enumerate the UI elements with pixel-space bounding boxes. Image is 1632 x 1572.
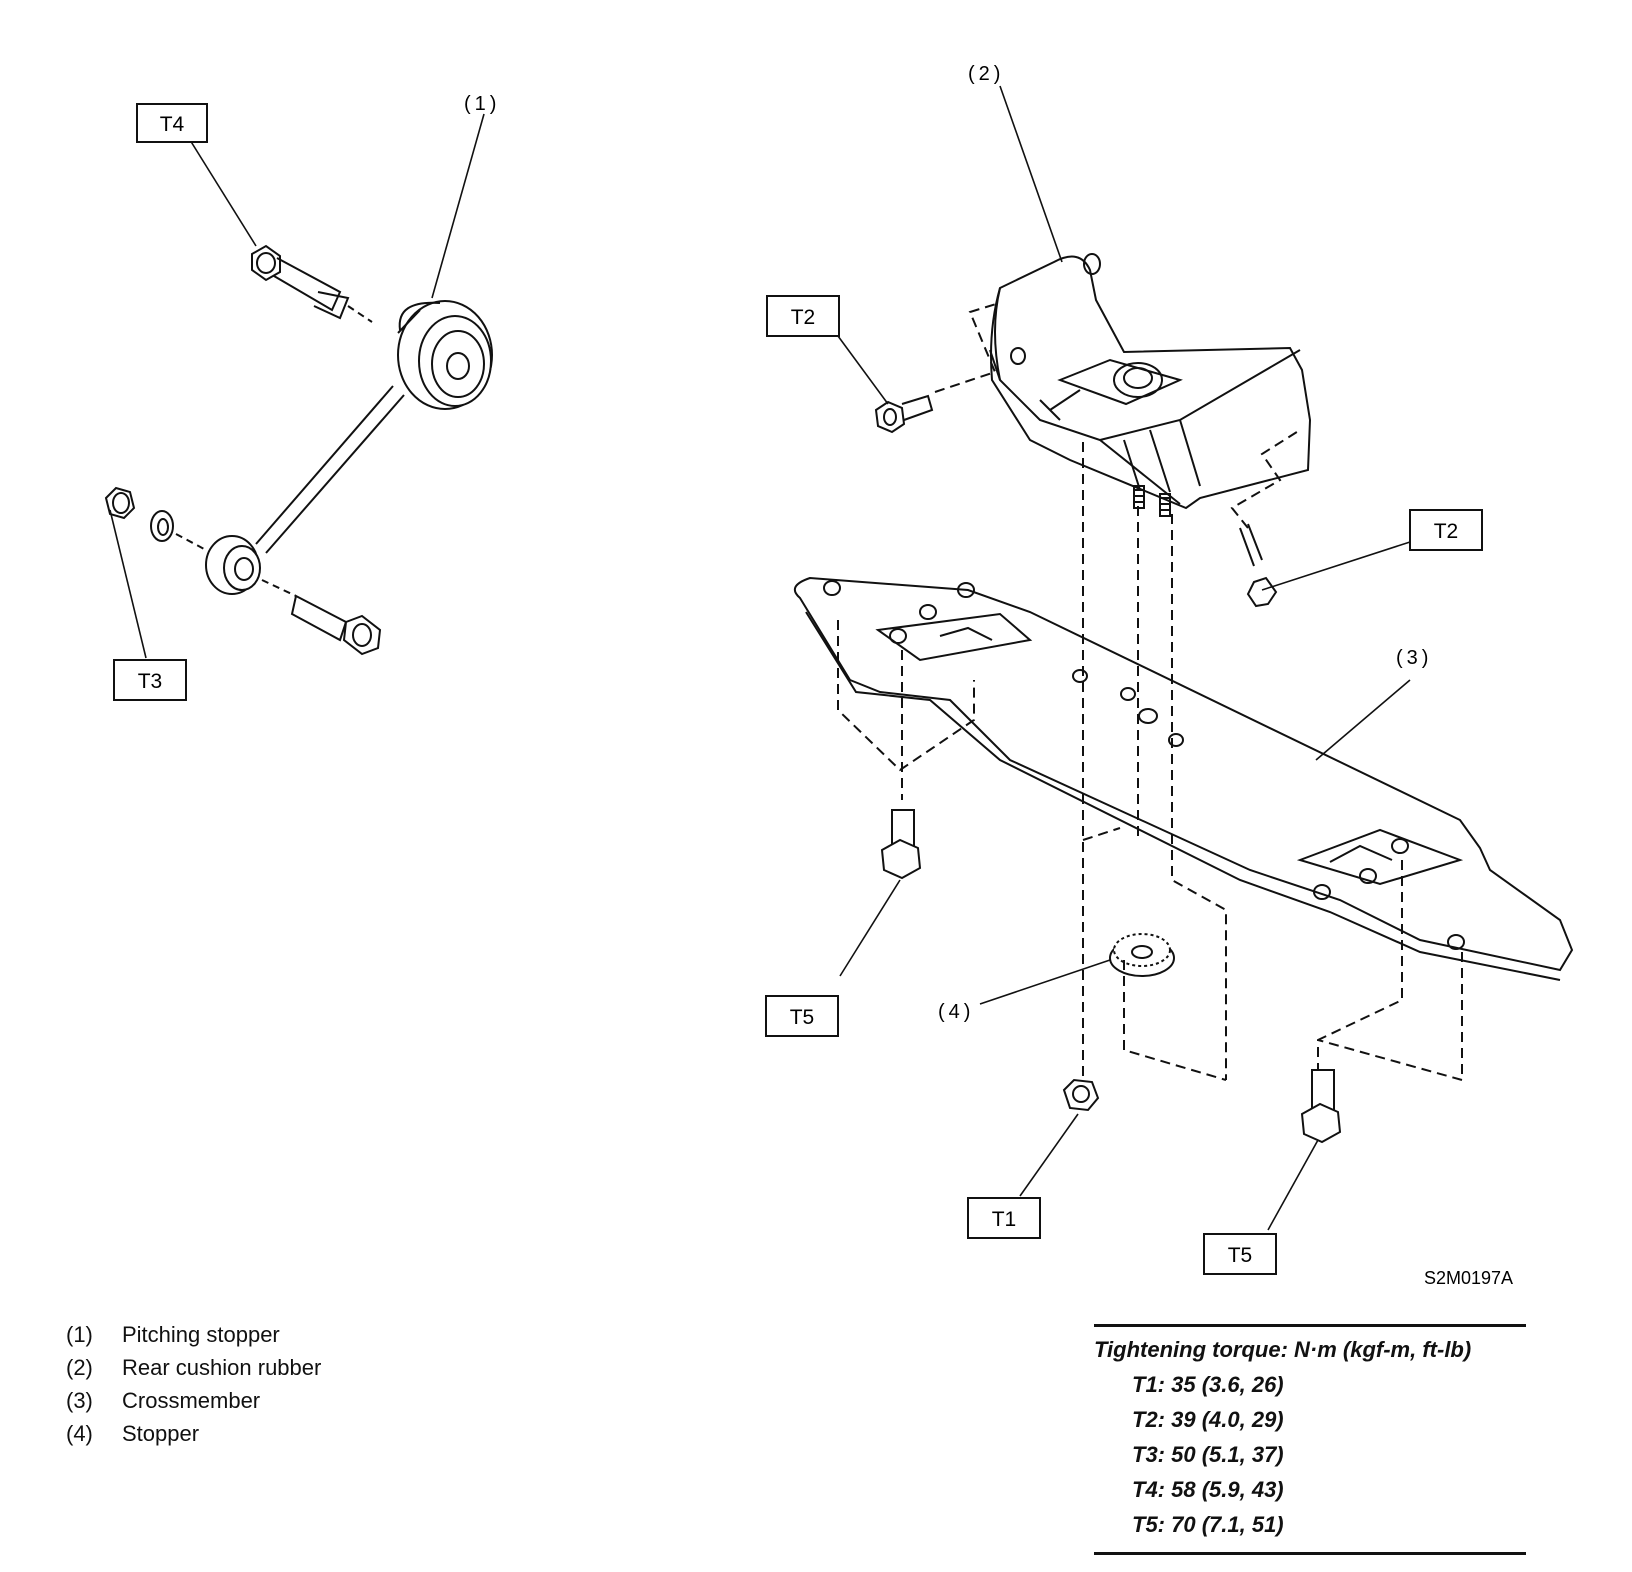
bolt-lower-left — [261, 579, 382, 656]
bolt-t4 — [251, 244, 373, 323]
torque-item: T5: 70 (7.1, 51) — [1132, 1512, 1284, 1537]
callout-t5-left: T5 — [765, 995, 839, 1037]
torque-item: T3: 50 (5.1, 37) — [1132, 1442, 1284, 1467]
svg-text:T5: T5 — [790, 1006, 815, 1029]
svg-text:T2: T2 — [1434, 520, 1459, 543]
leader-lines — [109, 85, 1411, 1231]
torque-item: T1: 35 (3.6, 26) — [1132, 1372, 1284, 1397]
nut-t1 — [1062, 1078, 1100, 1112]
legend-num: (3) — [66, 1388, 93, 1413]
callout-t5-right: T5 — [1203, 1233, 1277, 1275]
figure-code: S2M0197A — [1424, 1268, 1513, 1288]
bolt-t5-left — [880, 809, 922, 880]
callout-t2-left: T2 — [766, 295, 840, 337]
callout-t2-right: T2 — [1409, 509, 1483, 551]
torque-item: T4: 58 (5.9, 43) — [1132, 1477, 1284, 1502]
legend-num: (4) — [66, 1421, 93, 1446]
svg-text:T2: T2 — [791, 306, 816, 329]
torque-item: T2: 39 (4.0, 29) — [1132, 1407, 1284, 1432]
svg-text:T1: T1 — [992, 1208, 1017, 1231]
legend-row: (3) Crossmember — [66, 1384, 321, 1417]
part-label-2: (2) — [968, 63, 1004, 85]
svg-text:T3: T3 — [138, 670, 163, 693]
torque-title: Tightening torque: N·m (kgf-m, ft-lb) — [1094, 1337, 1472, 1362]
legend-num: (2) — [66, 1355, 93, 1380]
bolt-t5-right — [1300, 1069, 1342, 1144]
legend-num: (1) — [66, 1322, 93, 1347]
stopper — [1109, 933, 1175, 977]
crossmember — [793, 576, 1574, 981]
callout-t1: T1 — [967, 1197, 1041, 1239]
legend-name: Stopper — [122, 1421, 200, 1446]
bolt-t2-left — [874, 303, 997, 434]
legend-row: (2) Rear cushion rubber — [66, 1351, 321, 1384]
parts-legend: (1) Pitching stopper (2) Rear cushion rubb… — [66, 1318, 321, 1450]
bolt-t2-right — [1230, 429, 1301, 608]
svg-text:T5: T5 — [1228, 1244, 1253, 1267]
legend-row: (1) Pitching stopper — [66, 1318, 321, 1351]
legend-row: (4) Stopper — [66, 1417, 321, 1450]
exploded-diagram: T4 T3 T2 T2 T5 T5 T1 (1) (2) (3) (4) S2M… — [104, 63, 1574, 1288]
pitching-stopper — [205, 300, 493, 595]
callout-t4: T4 — [136, 103, 208, 143]
legend-name: Rear cushion rubber — [122, 1355, 322, 1380]
legend-name: Crossmember — [122, 1388, 261, 1413]
part-label-3: (3) — [1396, 647, 1432, 669]
svg-text:T4: T4 — [160, 113, 185, 136]
torque-table: Tightening torque: N·m (kgf-m, ft-lb) T1… — [1094, 1324, 1526, 1555]
part-label-1: (1) — [464, 93, 500, 115]
part-label-4: (4) — [938, 1001, 974, 1023]
callout-t3: T3 — [113, 659, 187, 701]
legend-name: Pitching stopper — [122, 1322, 280, 1347]
nut-t3 — [104, 486, 207, 551]
rear-cushion-rubber — [989, 253, 1312, 517]
dashed-lines — [837, 442, 1463, 1082]
